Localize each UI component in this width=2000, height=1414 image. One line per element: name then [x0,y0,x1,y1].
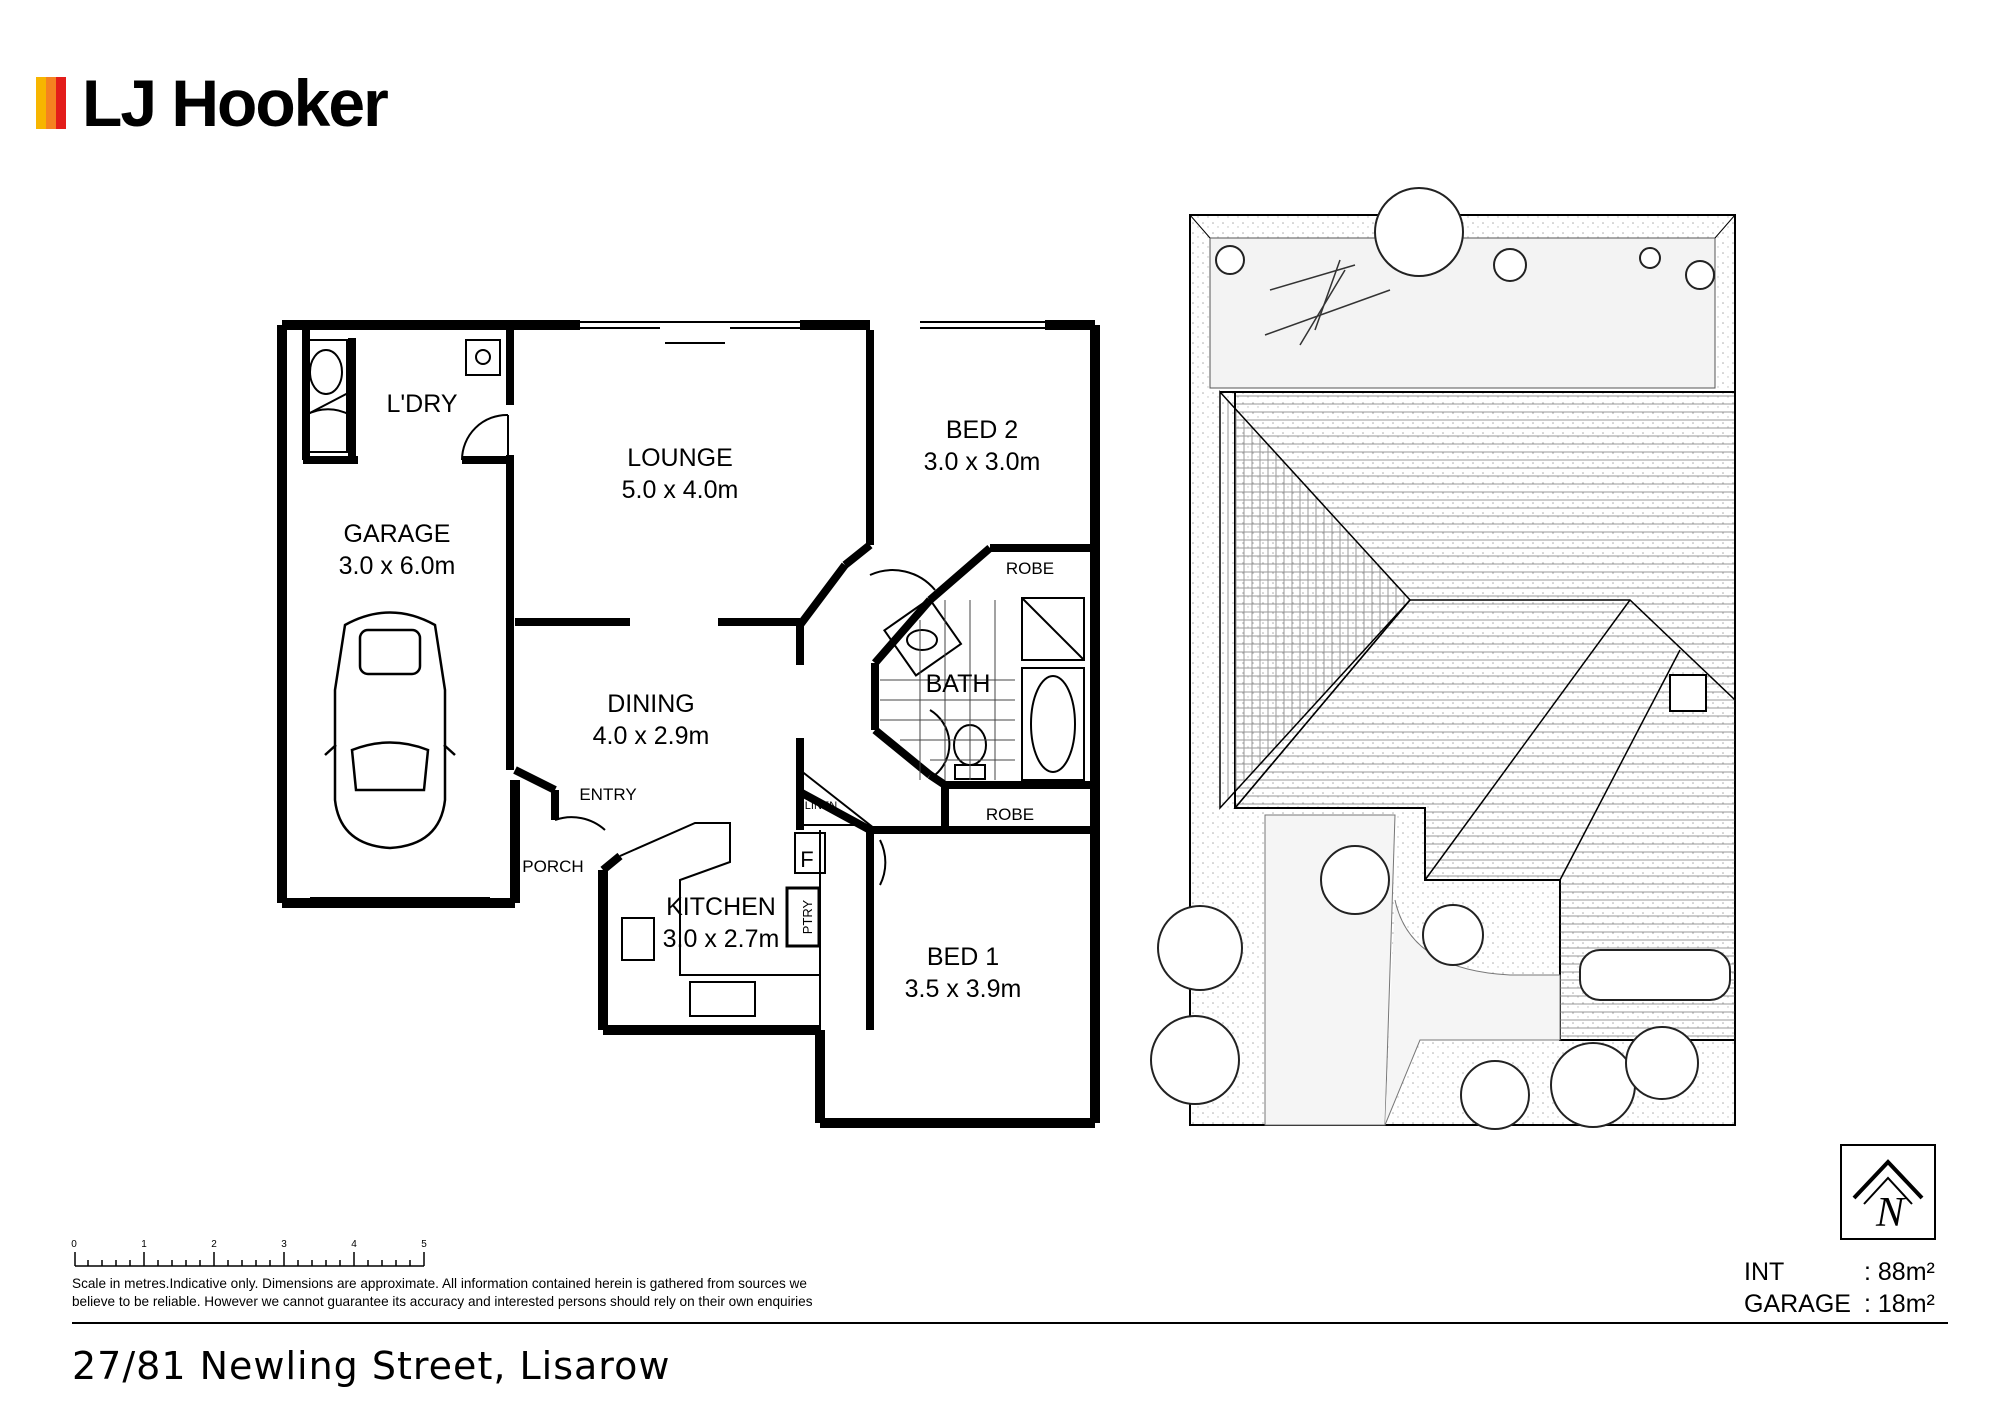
linen-label: LINEN [805,800,837,812]
bed2-size: 3.0 x 3.0m [924,448,1041,476]
fridge-label: F [800,847,813,872]
robe-lower-label: ROBE [986,805,1034,824]
area-value: : 18m² [1864,1290,1935,1318]
roof [1219,390,1736,1041]
tree-shrub [1320,845,1390,915]
bed1-name: BED 1 [927,943,999,971]
bath-label: BATH [926,670,991,698]
tree-shrub [1374,187,1464,277]
kitchen-bench [619,822,826,1030]
room-labels: LOUNGE 5.0 x 4.0m BED 2 3.0 x 3.0m GARAG… [339,390,1054,1003]
windows [310,321,1045,1127]
area-label: INT [1744,1258,1785,1286]
logo-bar-red [56,77,66,129]
scale-tick-label: 4 [351,1239,357,1250]
kitchen-name: KITCHEN [666,893,776,921]
scale-tick-label: 3 [281,1239,287,1250]
clothesline [1264,259,1391,346]
entry-label: ENTRY [579,785,636,804]
tree-shrub [1639,247,1661,269]
brand-logo: LJ Hooker [36,66,389,140]
disclaimer-line: believe to be reliable. However we canno… [72,1294,813,1309]
tree-shrub [1493,248,1527,282]
disclaimer: Scale in metres.Indicative only. Dimensi… [72,1275,932,1311]
bath-tiles [880,600,1015,780]
compass-arrow-icon: N [1852,1159,1924,1236]
tree-shrub [1685,260,1715,290]
brand-name: LJ Hooker [82,66,389,140]
disclaimer-line: Scale in metres.Indicative only. Dimensi… [72,1276,807,1291]
scale-tick-label: 2 [211,1239,217,1250]
bed1-size: 3.5 x 3.9m [905,975,1022,1003]
tree-shrub [1460,1060,1530,1130]
bed2-name: BED 2 [946,416,1018,444]
scale-tick-label: 5 [421,1239,427,1250]
compass-letter: N [1875,1190,1906,1236]
dining-name: DINING [607,690,695,718]
tree-shrub [1625,1026,1699,1100]
scale-bar: 0 1 2 3 4 5 [71,1238,444,1275]
area-row-internal: INT : 88m² [1744,1256,1935,1288]
tree-shrub [1422,904,1484,966]
logo-color-bars [36,77,66,129]
north-compass: N [1840,1144,1936,1240]
exterior-walls [277,320,1100,1128]
hedge-shrub [1579,949,1731,1001]
linen-cupboard [799,767,873,826]
area-value: : 88m² [1864,1258,1935,1286]
interior-walls [302,330,1095,1030]
tree-shrub [1150,1015,1240,1105]
tree-shrub [1550,1042,1636,1128]
scale-tick-label: 0 [71,1239,77,1250]
lounge-size: 5.0 x 4.0m [622,476,739,504]
door-swings [305,391,951,886]
garage-size: 3.0 x 6.0m [339,552,456,580]
logo-bar-yellow [36,77,46,129]
car-icon [324,611,456,850]
tree-shrub [1157,905,1243,991]
robe-upper-label: ROBE [1006,559,1054,578]
area-label: GARAGE [1744,1290,1851,1318]
scale-tick-label: 1 [141,1239,147,1250]
area-summary: INT : 88m² GARAGE : 18m² [1744,1256,1935,1320]
garage-name: GARAGE [344,520,451,548]
kitchen-size: 3.0 x 2.7m [663,925,780,953]
tree-shrub [1215,245,1245,275]
area-row-garage: GARAGE : 18m² [1744,1288,1935,1320]
porch-label: PORCH [522,857,583,876]
pantry-label: PTRY [800,899,815,934]
lounge-name: LOUNGE [627,444,733,472]
scale-ruler: 0 1 2 3 4 5 [71,1239,427,1267]
footer-divider [72,1322,1948,1324]
property-address: 27/81 Newling Street, Lisarow [72,1344,671,1388]
garden-shrubs [1150,187,1731,1130]
logo-bar-orange [46,77,56,129]
laundry-label: L'DRY [386,390,457,418]
dining-size: 4.0 x 2.9m [593,722,710,750]
sliding-door [660,321,800,344]
